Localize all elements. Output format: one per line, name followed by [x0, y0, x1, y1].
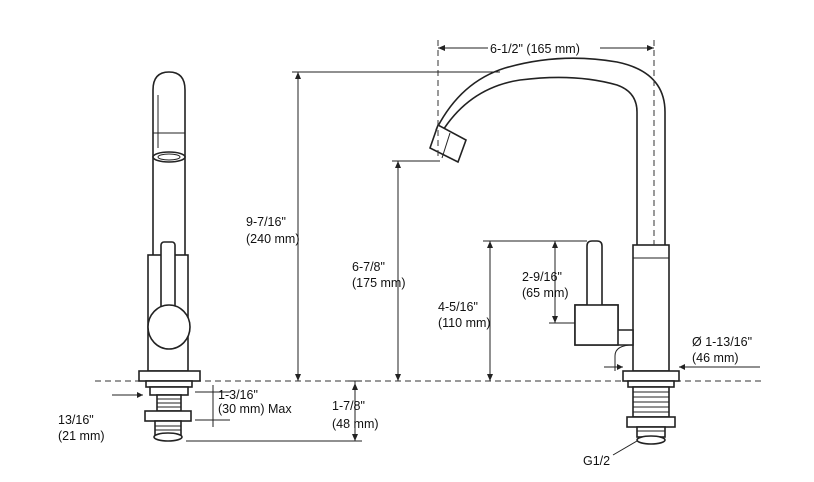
- deck-thickness-dimension: 1-3/16" (30 mm) Max: [195, 385, 292, 427]
- spout-height-dimension: 6-7/8" (175 mm): [352, 160, 440, 381]
- handle-height-dimension: 4-5/16" (110 mm): [438, 240, 587, 381]
- base-diameter-metric: (46 mm): [692, 351, 739, 365]
- spout-height-metric: (175 mm): [352, 276, 405, 290]
- shank-length-imperial: 1-7/8": [332, 399, 365, 413]
- thread-size-callout: G1/2: [583, 440, 638, 468]
- base-diameter-dimension: Ø 1-13/16" (46 mm): [604, 335, 760, 370]
- shank-width-metric: (21 mm): [58, 429, 105, 443]
- total-reach-dimension: 6-1/2" (165 mm): [437, 40, 655, 245]
- deck-thickness-metric: (30 mm) Max: [218, 402, 292, 416]
- total-height-metric: (240 mm): [246, 232, 299, 246]
- handle-height-imperial: 4-5/16": [438, 300, 478, 314]
- thread-size-label: G1/2: [583, 454, 610, 468]
- handle-height-metric: (110 mm): [438, 316, 491, 330]
- shank-length-metric: (48 mm): [332, 417, 379, 431]
- total-reach-label: 6-1/2" (165 mm): [490, 42, 580, 56]
- handle-offset-metric: (65 mm): [522, 286, 569, 300]
- total-height-imperial: 9-7/16": [246, 215, 286, 229]
- spout-height-imperial: 6-7/8": [352, 260, 385, 274]
- shank-length-dimension: 1-7/8" (48 mm): [186, 380, 379, 442]
- base-diameter-imperial: Ø 1-13/16": [692, 335, 752, 349]
- shank-width-imperial: 13/16": [58, 413, 94, 427]
- front-view-faucet: [429, 57, 680, 445]
- side-view-faucet: [138, 71, 201, 442]
- handle-offset-dimension: 2-9/16" (65 mm): [522, 241, 575, 324]
- deck-thickness-imperial: 1-3/16": [218, 388, 258, 402]
- shank-width-dimension: 13/16" (21 mm): [58, 392, 143, 443]
- total-height-dimension: 9-7/16" (240 mm): [246, 71, 500, 381]
- handle-offset-imperial: 2-9/16": [522, 270, 562, 284]
